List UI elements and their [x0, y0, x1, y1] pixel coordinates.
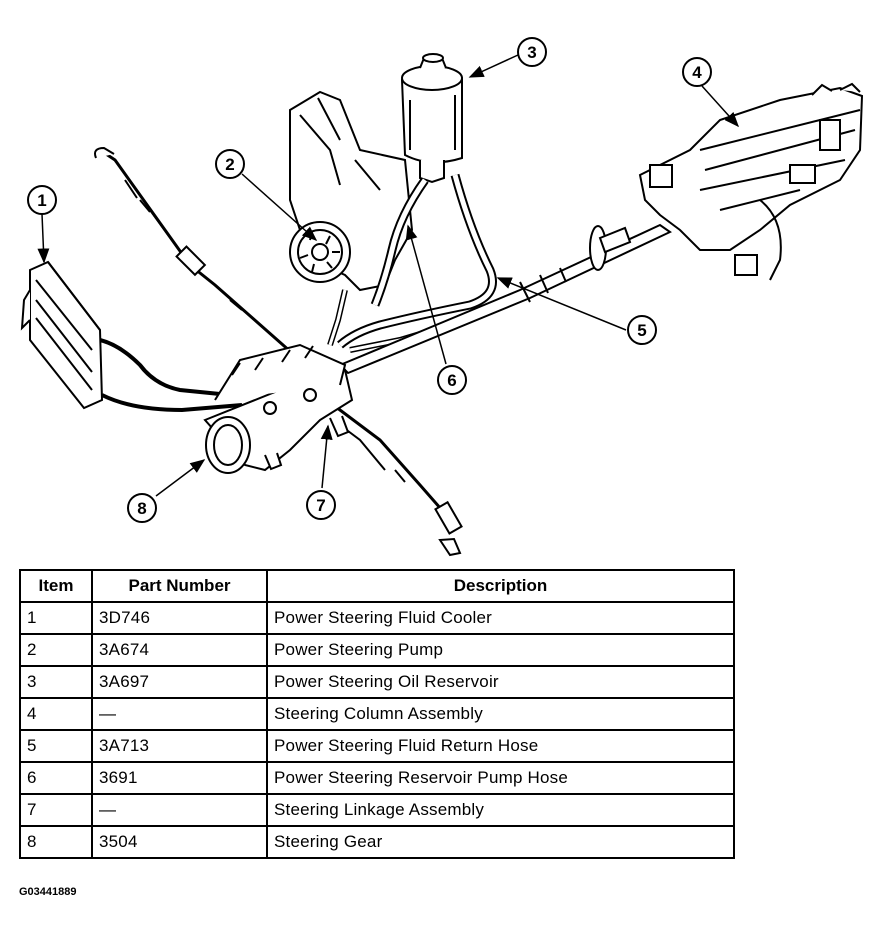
callout-7-label: 7: [316, 496, 325, 515]
cell-description: Power Steering Pump: [266, 633, 735, 667]
steering-gear-drawing: [203, 343, 354, 474]
header-item: Item: [19, 569, 93, 603]
callout-8-label: 8: [137, 499, 146, 518]
cell-description: Power Steering Oil Reservoir: [266, 665, 735, 699]
callout-6-label: 6: [447, 371, 456, 390]
callout-7: 7: [306, 490, 336, 520]
cell-part-number: —: [91, 697, 268, 731]
table-row: 6 3691 Power Steering Reservoir Pump Hos…: [19, 761, 735, 795]
cell-item: 2: [19, 633, 93, 667]
callout-5: 5: [627, 315, 657, 345]
cell-description: Power Steering Fluid Return Hose: [266, 729, 735, 763]
table-row: 8 3504 Steering Gear: [19, 825, 735, 859]
steering-shaft-drawing: [338, 223, 672, 375]
cell-part-number: 3504: [91, 825, 268, 859]
callout-5-label: 5: [637, 321, 646, 340]
cell-item: 6: [19, 761, 93, 795]
cell-item: 1: [19, 601, 93, 635]
cell-description: Steering Linkage Assembly: [266, 793, 735, 827]
cell-part-number: 3A697: [91, 665, 268, 699]
callout-4: 4: [682, 57, 712, 87]
callout-leaders: [37, 54, 740, 497]
callout-8: 8: [127, 493, 157, 523]
table-row: 5 3A713 Power Steering Fluid Return Hose: [19, 729, 735, 763]
steering-system-illustration: 1 2 3 4 5 6 7 8: [20, 37, 864, 557]
cell-item: 4: [19, 697, 93, 731]
figure-id: G03441889: [19, 886, 77, 898]
callout-2: 2: [215, 149, 245, 179]
header-part-number: Part Number: [91, 569, 268, 603]
callout-1: 1: [27, 185, 57, 215]
steering-linkage-drawing: [94, 146, 463, 557]
cell-description: Power Steering Fluid Cooler: [266, 601, 735, 635]
callout-4-label: 4: [692, 63, 702, 82]
cell-description: Power Steering Reservoir Pump Hose: [266, 761, 735, 795]
header-description: Description: [266, 569, 735, 603]
callout-3-label: 3: [527, 43, 536, 62]
cell-item: 8: [19, 825, 93, 859]
parts-table: Item Part Number Description 1 3D746 Pow…: [19, 569, 735, 859]
cell-description: Steering Gear: [266, 825, 735, 859]
table-row: 7 — Steering Linkage Assembly: [19, 793, 735, 827]
callout-1-label: 1: [37, 191, 46, 210]
cell-item: 5: [19, 729, 93, 763]
cell-item: 3: [19, 665, 93, 699]
callout-6: 6: [437, 365, 467, 395]
cell-part-number: —: [91, 793, 268, 827]
table-row: 4 — Steering Column Assembly: [19, 697, 735, 731]
callout-3: 3: [517, 37, 547, 67]
table-row: 2 3A674 Power Steering Pump: [19, 633, 735, 667]
reservoir-drawing: [400, 53, 463, 184]
cell-part-number: 3A713: [91, 729, 268, 763]
cell-item: 7: [19, 793, 93, 827]
fluid-cooler-drawing: [20, 260, 243, 413]
table-row: 1 3D746 Power Steering Fluid Cooler: [19, 601, 735, 635]
cell-part-number: 3691: [91, 761, 268, 795]
steering-column-drawing: [638, 82, 864, 281]
table-header-row: Item Part Number Description: [19, 569, 735, 603]
pump-drawing: [289, 90, 414, 292]
callout-2-label: 2: [225, 155, 234, 174]
table-row: 3 3A697 Power Steering Oil Reservoir: [19, 665, 735, 699]
cell-part-number: 3D746: [91, 601, 268, 635]
cell-description: Steering Column Assembly: [266, 697, 735, 731]
cell-part-number: 3A674: [91, 633, 268, 667]
